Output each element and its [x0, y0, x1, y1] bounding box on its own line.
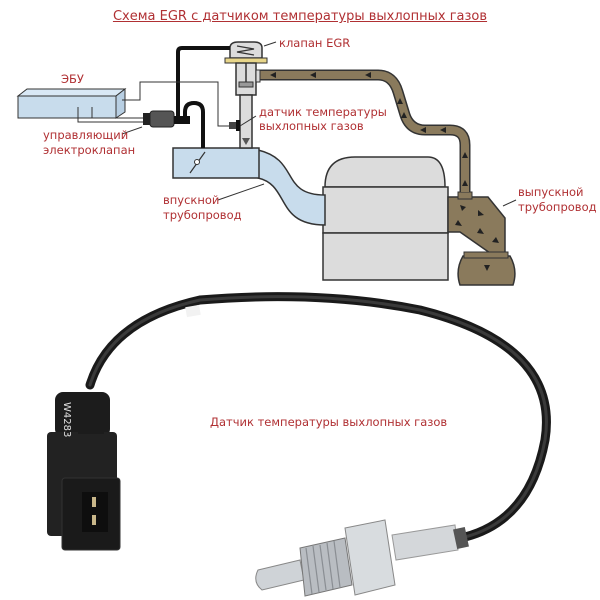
exhaust-manifold — [447, 191, 516, 286]
sensor-probe — [255, 519, 469, 597]
egr-valve-label: клапан EGR — [279, 36, 351, 50]
intake-label-line1: впускной — [163, 193, 220, 207]
photo-caption: Датчик температуры выхлопных газов — [210, 415, 448, 429]
sensor-connector — [47, 392, 121, 551]
flow-arrows — [270, 72, 499, 271]
engine-block — [322, 156, 449, 281]
temp-sensor-symbol — [229, 120, 240, 131]
wires — [77, 81, 231, 127]
solenoid-label-line2: электроклапан — [43, 143, 136, 157]
ecu-box — [16, 87, 127, 119]
intake-label-line2: трубопровод — [163, 208, 242, 222]
sensor-label-line1: датчик температуры — [259, 105, 387, 119]
leader-lines — [121, 41, 517, 207]
intake-manifold — [172, 147, 326, 226]
exhaust-label-line2: трубопровод — [518, 200, 597, 214]
solenoid-label-line1: управляющий — [43, 128, 129, 142]
exhaust-label-line1: выпускной — [518, 185, 584, 199]
vacuum-hoses — [176, 46, 230, 148]
cable-marker-band — [185, 304, 201, 318]
sensor-label-line2: выхлопных газов — [259, 119, 364, 133]
solenoid-valve — [143, 110, 190, 128]
diagram-title: Схема EGR с датчиком температуры выхлопн… — [112, 9, 488, 24]
spring — [236, 45, 255, 56]
egr-pipe — [258, 69, 499, 271]
sensor-cable — [85, 292, 551, 542]
ecu-label: ЭБУ — [61, 72, 84, 86]
connector-marking: W4283 — [61, 402, 72, 437]
egr-valve — [224, 41, 268, 149]
